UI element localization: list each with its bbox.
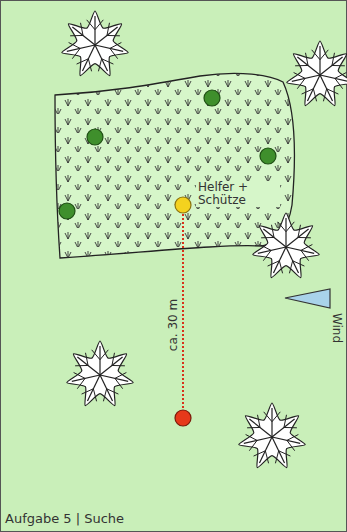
hidden-item [87,129,103,145]
hidden-item [59,203,75,219]
wind-label: Wind [330,311,343,345]
grass-texture [55,73,294,258]
distance-label: ca. 30 m [167,297,180,353]
start-position [175,410,191,426]
tree [253,213,319,278]
hidden-item [204,90,220,106]
wind-arrow [285,289,330,308]
tree [239,403,305,468]
distance-line [182,214,184,409]
hidden-item [260,148,276,164]
helper-position [175,197,191,213]
tree [62,11,128,76]
trees [62,11,347,468]
tree [287,41,347,106]
tree [67,341,133,406]
search-area [55,73,294,258]
caption: Aufgabe 5 | Suche [5,512,124,526]
helper-label: Helfer + Schütze [196,181,280,207]
